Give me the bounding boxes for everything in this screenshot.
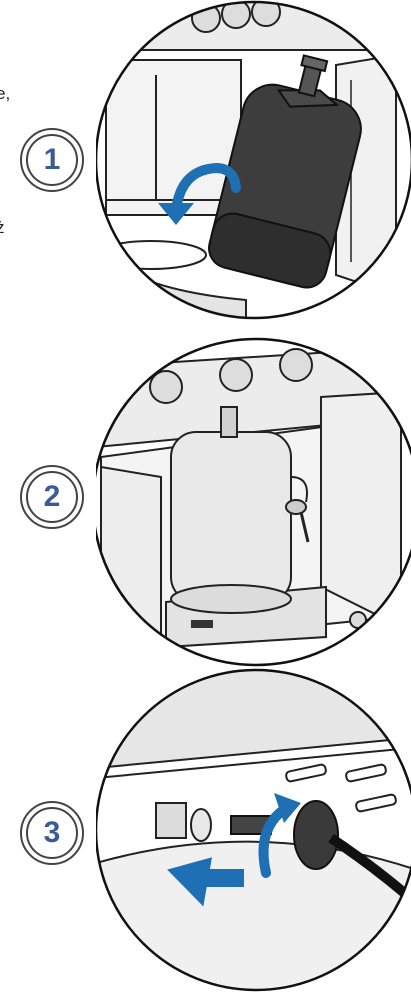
step-1-badge: 1 (20, 128, 84, 192)
step-1-illustration (96, 0, 411, 330)
step-3-illustration (96, 668, 411, 992)
step-1-number: 1 (44, 143, 61, 177)
cut-text-line-1: e, (0, 84, 10, 104)
step-2-number: 2 (44, 480, 61, 514)
step-2-badge: 2 (20, 465, 84, 529)
step-2-illustration (96, 337, 411, 667)
gas-tank-icon (171, 407, 291, 613)
tank-valve-icon (156, 803, 211, 841)
cut-text-line-2: ż (0, 218, 5, 238)
step-3-number: 3 (44, 816, 61, 850)
step-3-badge: 3 (20, 801, 84, 865)
